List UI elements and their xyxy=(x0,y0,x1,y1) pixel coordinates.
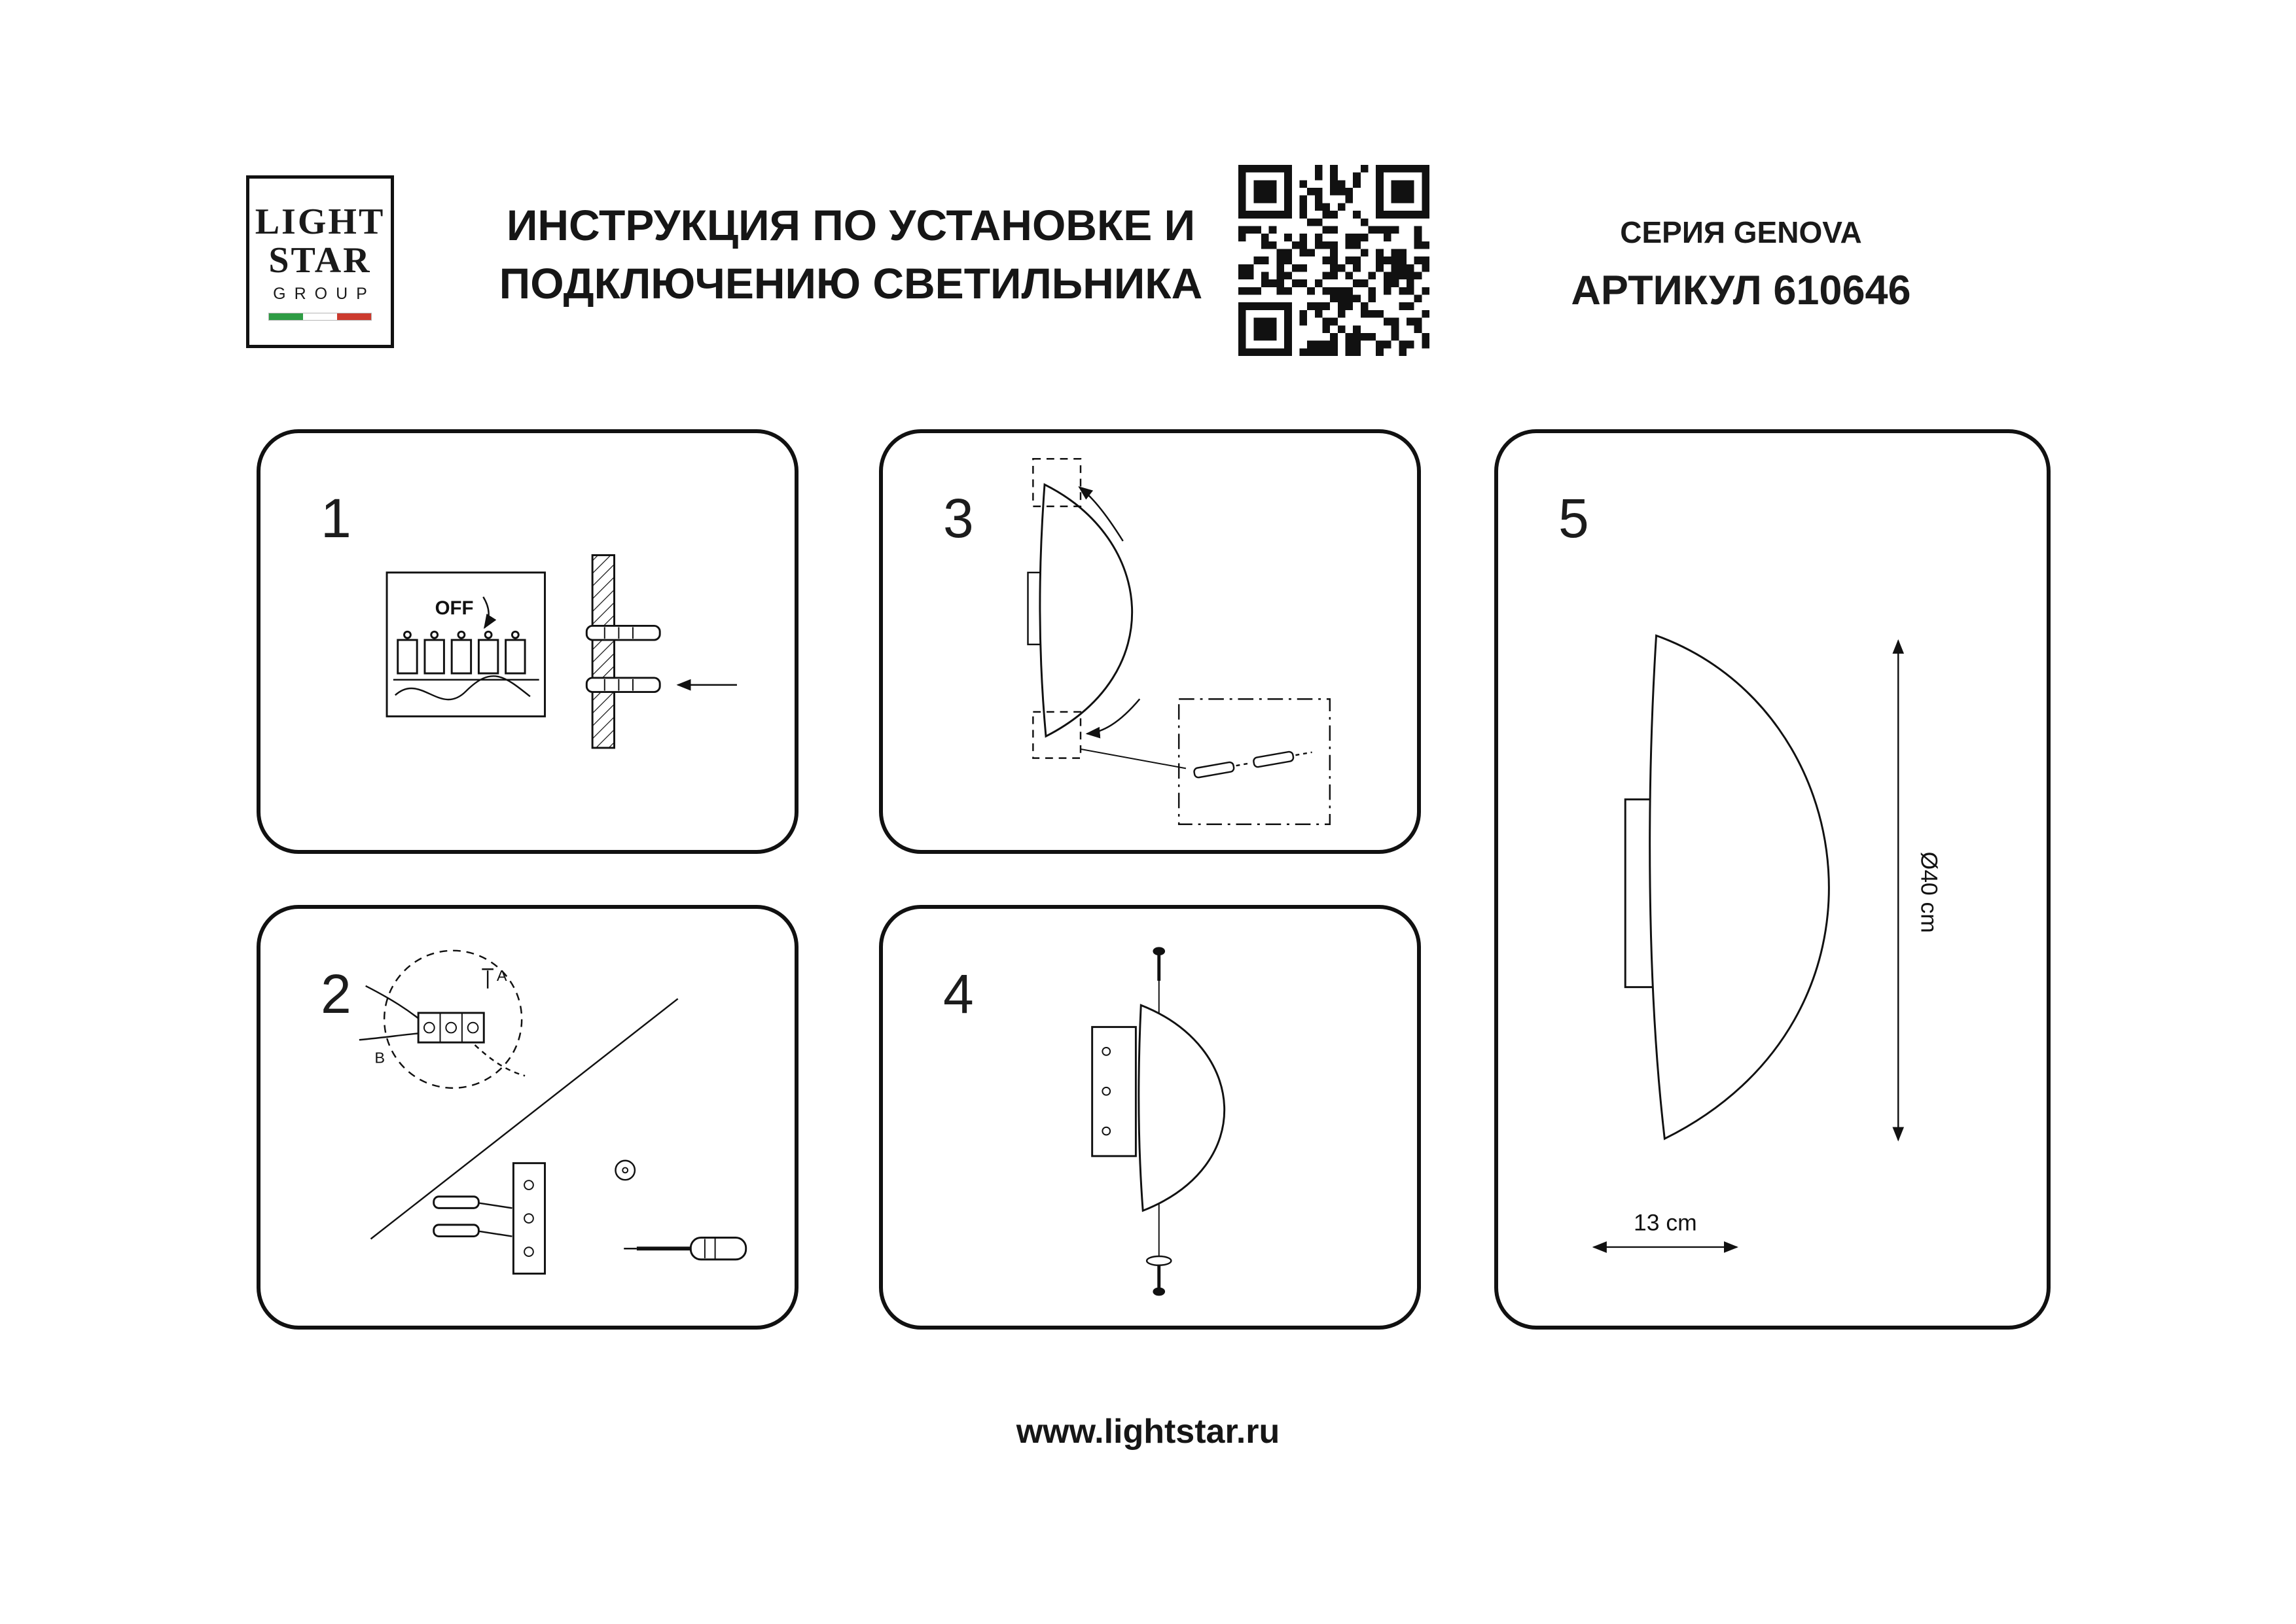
flag-white-segment xyxy=(303,313,337,320)
logo-word-star: STAR xyxy=(268,239,372,281)
step-card-5: 5 Ø40 cm 13 cm xyxy=(1494,429,2051,1330)
terminal-b-label: B xyxy=(374,1050,385,1067)
product-info: СЕРИЯ GENOVA АРТИКУЛ 610646 xyxy=(1525,215,1957,314)
step-number-2: 2 xyxy=(321,963,351,1025)
step-number-5: 5 xyxy=(1558,487,1589,549)
article-label: АРТИКУЛ 610646 xyxy=(1571,268,1911,313)
power-off-label: OFF xyxy=(435,597,474,619)
step4-diagram-fixing-screws xyxy=(1091,947,1226,1296)
step-card-3: 3 xyxy=(879,429,1421,854)
step-number-4: 4 xyxy=(943,963,974,1025)
flag-green-segment xyxy=(269,313,303,320)
brand-logo: LIGHT STAR GROUP xyxy=(246,175,394,348)
series-label: СЕРИЯ GENOVA xyxy=(1620,215,1862,249)
step-number-3: 3 xyxy=(943,487,974,549)
page-title: ИНСТРУКЦИЯ ПО УСТАНОВКЕ И ПОДКЛЮЧЕНИЮ СВ… xyxy=(458,196,1244,313)
terminal-a-label: A xyxy=(497,967,507,984)
step-card-1: 1 xyxy=(257,429,798,854)
step2-diagram-wiring-bracket: A B xyxy=(359,949,747,1275)
step-number-1: 1 xyxy=(321,487,351,549)
title-line-2: ПОДКЛЮЧЕНИЮ СВЕТИЛЬНИКА xyxy=(499,259,1203,308)
logo-word-light: LIGHT xyxy=(255,202,386,243)
logo-word-group: GROUP xyxy=(273,284,376,303)
qr-code-image xyxy=(1238,165,1429,356)
diameter-dimension-label: Ø40 cm xyxy=(1916,852,1943,933)
step-card-4: 4 xyxy=(879,905,1421,1330)
step1-diagram-power-off: OFF xyxy=(386,554,737,749)
italian-flag-icon xyxy=(268,312,372,321)
step3-diagram-mounting-lamp xyxy=(1027,458,1331,825)
website-text: www.lightstar.ru xyxy=(1016,1413,1280,1451)
step-card-2: 2 xyxy=(257,905,798,1330)
step5-diagram-dimensions: Ø40 cm 13 cm xyxy=(1592,634,1943,1253)
title-line-1: ИНСТРУКЦИЯ ПО УСТАНОВКЕ И xyxy=(506,201,1196,249)
depth-dimension-label: 13 cm xyxy=(1634,1209,1697,1235)
flag-red-segment xyxy=(337,313,371,320)
